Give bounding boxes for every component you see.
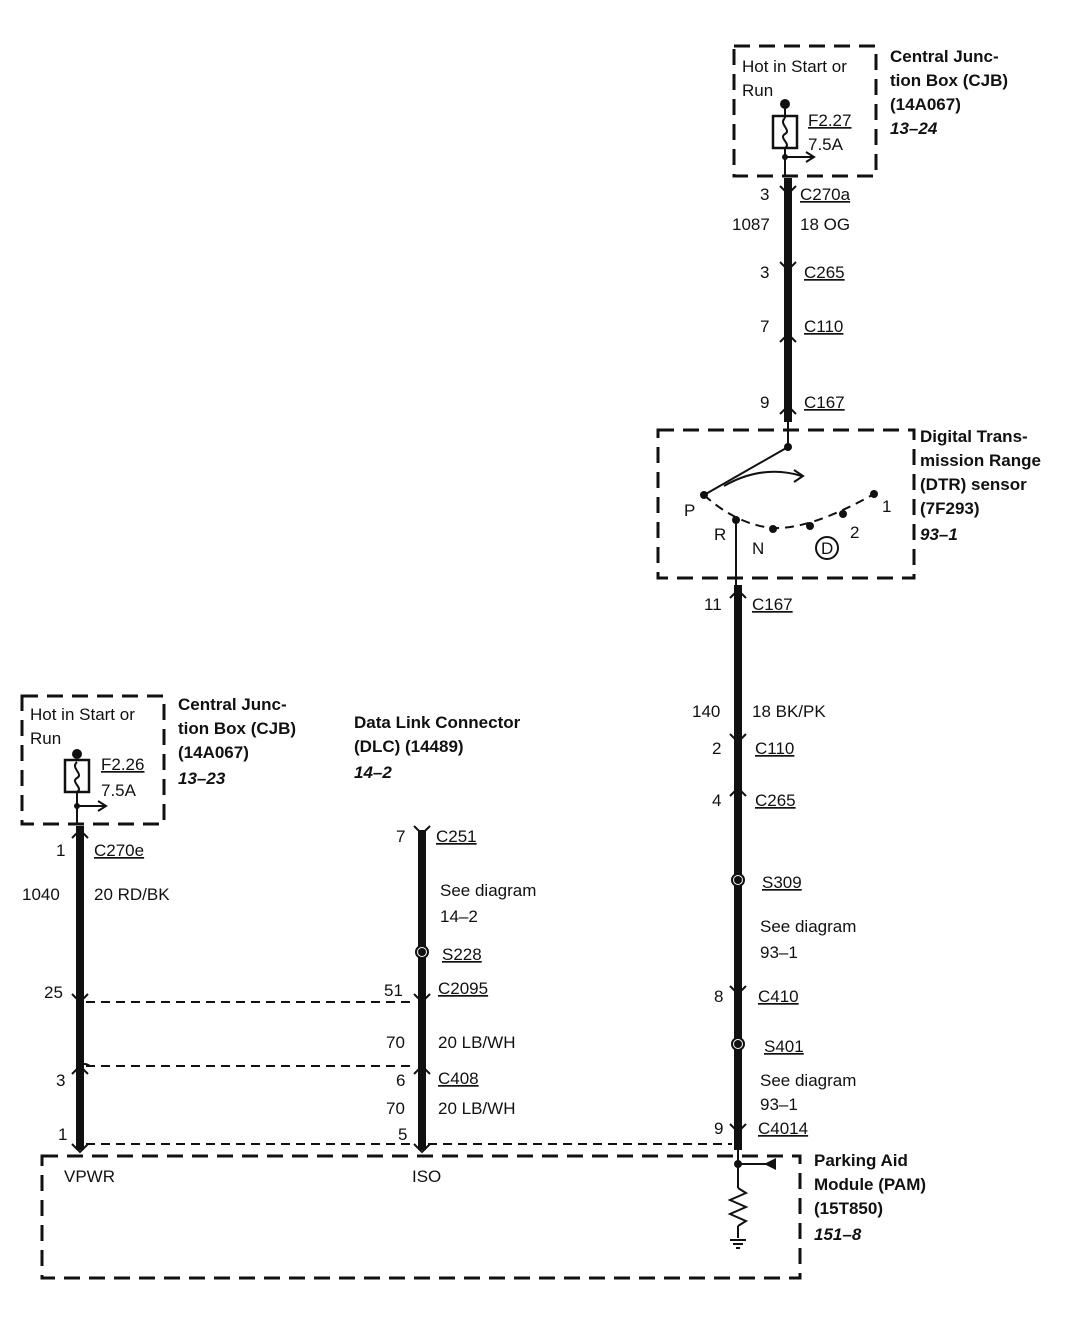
dlc-ref: 14–2 xyxy=(354,763,392,782)
cjb-left-title-2: tion Box (CJB) xyxy=(178,719,296,738)
c167b-pin: 11 xyxy=(704,595,722,614)
c265b-pin: 4 xyxy=(712,791,721,810)
dtr-title-1: Digital Trans- xyxy=(920,427,1028,446)
cjb-left-title-1: Central Junc- xyxy=(178,695,287,714)
c167-pin: 9 xyxy=(760,393,769,412)
pos-n: N xyxy=(752,539,764,558)
pam-title-3: (15T850) xyxy=(814,1199,883,1218)
cjb-left-ref: 13–23 xyxy=(178,769,226,788)
resistor-icon xyxy=(727,1187,749,1227)
c4014-label: C4014 xyxy=(758,1119,808,1138)
see-diagram-1-ref: 93–1 xyxy=(760,943,798,962)
dtr-title-3: (DTR) sensor xyxy=(920,475,1027,494)
pam-ref: 151–8 xyxy=(814,1225,862,1244)
color-20lbwh-a: 20 LB/WH xyxy=(438,1033,515,1052)
pos-d: D xyxy=(821,539,833,558)
c4014-pin: 9 xyxy=(714,1119,723,1138)
cjb-right-hot-line2: Run xyxy=(742,81,773,100)
pin-3: 3 xyxy=(56,1071,65,1090)
pin-vpwr: VPWR xyxy=(64,1167,115,1186)
c265-label: C265 xyxy=(804,263,845,282)
fuse-icon xyxy=(771,114,799,150)
c265-pin: 3 xyxy=(760,263,769,282)
color-18bkpk: 18 BK/PK xyxy=(752,702,826,721)
dtr-ref: 93–1 xyxy=(920,525,958,544)
cjb-left-box: Hot in Start or Run F2.26 7.5A xyxy=(20,694,166,826)
see-diagram-dlc-ref: 14–2 xyxy=(440,907,478,926)
c167-label: C167 xyxy=(804,393,845,412)
cjb-right-title-3: (14A067) xyxy=(890,95,961,114)
see-diagram-dlc: See diagram xyxy=(440,881,536,900)
pos-2: 2 xyxy=(850,523,859,542)
dtr-sensor-box: P R N D 2 1 xyxy=(656,422,916,585)
drive-circle-icon xyxy=(815,536,839,560)
pam-box: VPWR ISO xyxy=(40,1150,802,1280)
pam-title-2: Module (PAM) xyxy=(814,1175,926,1194)
color-18og: 18 OG xyxy=(800,215,850,234)
cjb-right-box: Hot in Start or Run F2.27 7.5A xyxy=(732,44,878,178)
pin-iso: ISO xyxy=(412,1167,441,1186)
c270e-pin: 1 xyxy=(56,841,65,860)
color-20rdbk: 20 RD/BK xyxy=(94,885,170,904)
circuit-70b: 70 xyxy=(386,1099,405,1118)
c2095-label: C2095 xyxy=(438,979,488,998)
dlc-title-2: (DLC) (14489) xyxy=(354,737,464,756)
pos-r: R xyxy=(714,525,726,544)
c408-label: C408 xyxy=(438,1069,479,1088)
cjb-right-ref: 13–24 xyxy=(890,119,938,138)
circuit-140: 140 xyxy=(692,702,720,721)
c110b-label: C110 xyxy=(755,739,794,758)
pin-1: 1 xyxy=(58,1125,67,1144)
c251-label: C251 xyxy=(436,827,477,846)
cjb-right-title-2: tion Box (CJB) xyxy=(890,71,1008,90)
c110-pin: 7 xyxy=(760,317,769,336)
pin-5: 5 xyxy=(398,1125,407,1144)
see-diagram-2: See diagram xyxy=(760,1071,856,1090)
circuit-1087: 1087 xyxy=(732,215,770,234)
sensor-icon xyxy=(764,1158,776,1170)
cjb-right-title-1: Central Junc- xyxy=(890,47,999,66)
c251-pin: 7 xyxy=(396,827,405,846)
fuse-rating-right: 7.5A xyxy=(808,135,844,154)
c270a-label: C270a xyxy=(800,185,851,204)
s401-label: S401 xyxy=(764,1037,804,1056)
cjb-right-hot-line1: Hot in Start or xyxy=(742,57,847,76)
ground-icon xyxy=(730,1239,746,1249)
circuit-70a: 70 xyxy=(386,1033,405,1052)
c110-label: C110 xyxy=(804,317,843,336)
circuit-1040: 1040 xyxy=(22,885,60,904)
fuse-label-right: F2.27 xyxy=(808,111,851,130)
pin-25: 25 xyxy=(44,983,63,1002)
c270e-label: C270e xyxy=(94,841,144,860)
c410-pin: 8 xyxy=(714,987,723,1006)
s309-label: S309 xyxy=(762,873,802,892)
see-diagram-2-ref: 93–1 xyxy=(760,1095,798,1114)
color-20lbwh-b: 20 LB/WH xyxy=(438,1099,515,1118)
dtr-title-2: mission Range xyxy=(920,451,1041,470)
c270a-pin: 3 xyxy=(760,185,769,204)
fuse-icon xyxy=(63,758,91,794)
dtr-title-4: (7F293) xyxy=(920,499,980,518)
c410-label: C410 xyxy=(758,987,799,1006)
cjb-left-hot-line1: Hot in Start or xyxy=(30,705,135,724)
see-diagram-1: See diagram xyxy=(760,917,856,936)
cjb-left-title-3: (14A067) xyxy=(178,743,249,762)
arc-arrow-icon xyxy=(723,470,803,487)
c2095-pin: 51 xyxy=(384,981,403,1000)
cjb-left-hot-line2: Run xyxy=(30,729,61,748)
pos-1: 1 xyxy=(882,497,891,516)
c110b-pin: 2 xyxy=(712,739,721,758)
c265b-label: C265 xyxy=(755,791,796,810)
dlc-title-1: Data Link Connector xyxy=(354,713,521,732)
fuse-label-left: F2.26 xyxy=(101,755,144,774)
fuse-rating-left: 7.5A xyxy=(101,781,137,800)
s228-label: S228 xyxy=(442,945,482,964)
pam-title-1: Parking Aid xyxy=(814,1151,908,1170)
c167b-label: C167 xyxy=(752,595,793,614)
pos-p: P xyxy=(684,501,695,520)
c408-pin: 6 xyxy=(396,1071,405,1090)
